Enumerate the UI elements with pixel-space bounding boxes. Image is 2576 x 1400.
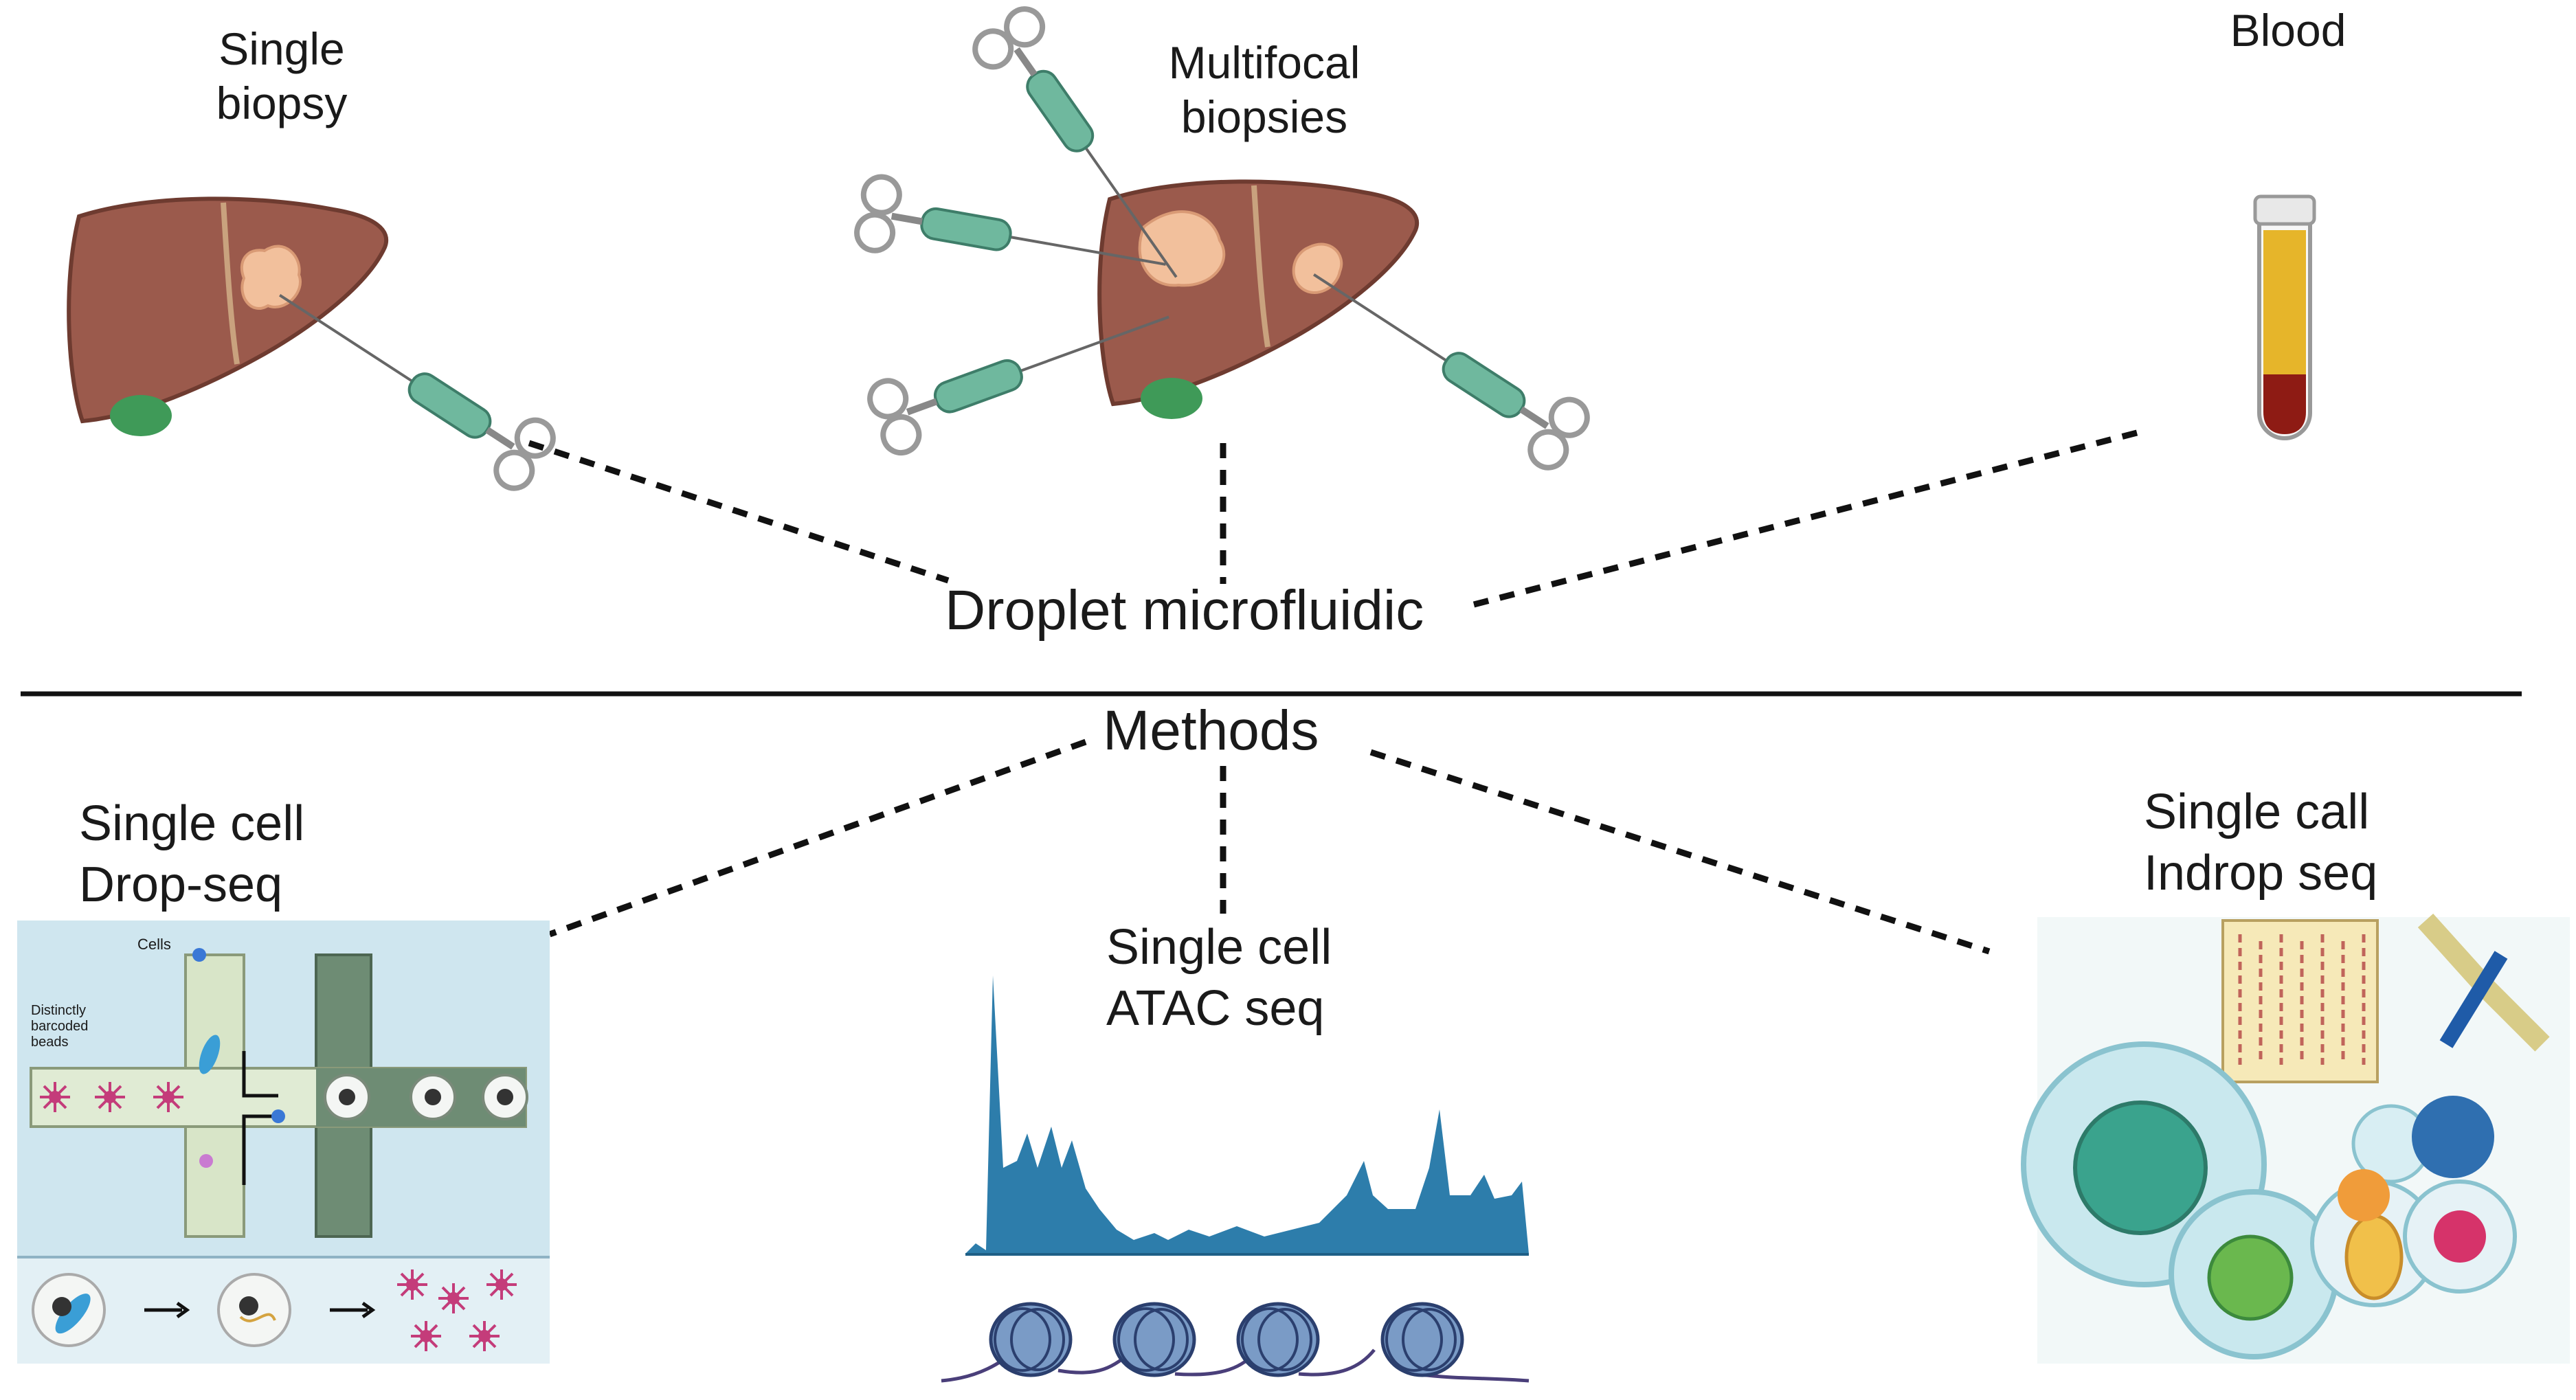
droplet-microfluidic-label: Droplet microfluidic xyxy=(945,579,1424,642)
single-biopsy-liver xyxy=(69,199,386,436)
methods-label: Methods xyxy=(1103,699,1319,762)
multifocal-line2: biopsies xyxy=(1180,91,1348,143)
dropseq-device xyxy=(17,921,550,1364)
atac-peaks xyxy=(965,975,1529,1256)
blood-tube-icon xyxy=(2253,194,2316,440)
dropseq-beads-line1: Distinctly xyxy=(31,1003,87,1018)
dropseq-beads-label: Distinctly barcoded beads xyxy=(31,1003,88,1050)
indrop-seq-label: Single call Indrop seq xyxy=(2144,782,2377,903)
multifocal-line1: Multifocal xyxy=(1168,37,1360,88)
atac-nucleosomes xyxy=(941,1304,1530,1383)
drop-seq-label: Single cell Drop-seq xyxy=(79,793,304,915)
atac-seq-label: Single cell ATAC seq xyxy=(1106,917,1332,1039)
multifocal-biopsies-label: Multifocal biopsies xyxy=(1154,36,1374,144)
drop-seq-line2: Drop-seq xyxy=(79,857,283,912)
single-biopsy-line2: biopsy xyxy=(216,78,348,129)
dropseq-beads-line2: barcoded xyxy=(31,1019,89,1034)
dropseq-cells-label: Cells xyxy=(137,936,171,953)
indrop-seq-line1: Single call xyxy=(2144,784,2370,839)
atac-seq-line2: ATAC seq xyxy=(1106,980,1325,1036)
indrop-seq-line2: Indrop seq xyxy=(2144,845,2378,901)
blood-label: Blood xyxy=(2230,5,2347,56)
method-connectors xyxy=(548,738,1991,955)
drop-seq-line1: Single cell xyxy=(79,796,305,851)
atac-seq-line1: Single cell xyxy=(1106,920,1332,975)
dropseq-beads-line3: beads xyxy=(31,1035,69,1050)
source-connectors xyxy=(528,429,2138,608)
multifocal-liver xyxy=(1099,181,1417,419)
indrop-illustration xyxy=(2021,913,2570,1364)
single-biopsy-line1: Single xyxy=(219,23,345,74)
single-biopsy-label: Single biopsy xyxy=(206,22,357,131)
